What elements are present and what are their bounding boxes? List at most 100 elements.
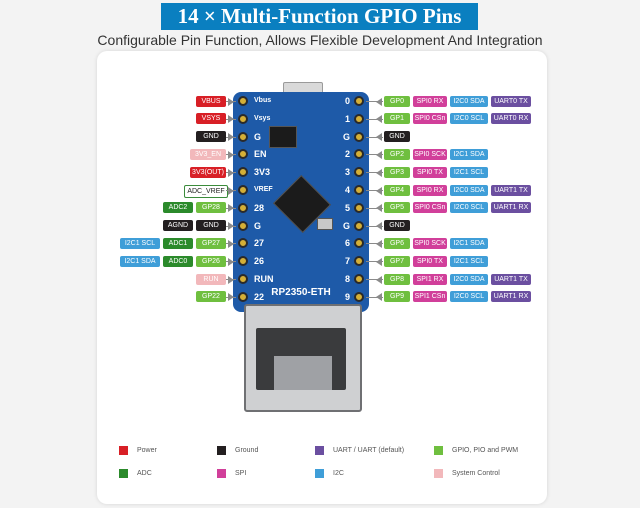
left-pin-label: ADC0: [163, 255, 193, 267]
right-pin-label: I2C0 SDA: [450, 184, 488, 196]
left-pin-name: Vbus: [254, 97, 272, 104]
page-title: 14 × Multi-Function GPIO Pins: [161, 3, 478, 30]
left-pin-arrow: [228, 97, 234, 106]
left-pin-label: GP26: [196, 255, 226, 267]
right-pin-name: 2: [344, 149, 350, 160]
right-pin-label: I2C0 SCL: [450, 113, 488, 125]
right-pin-name: 8: [344, 274, 350, 284]
left-pin-pad: [238, 274, 248, 284]
left-pin-name: G: [254, 131, 262, 142]
legend-swatch: [315, 446, 324, 455]
left-pin-label: GND: [196, 131, 226, 143]
left-pin-name: RUN: [254, 274, 274, 284]
right-pin-label: SPI0 RX: [413, 184, 447, 196]
legend-label: GPIO, PIO and PWM: [452, 447, 519, 454]
left-pin-name: VREF: [254, 186, 273, 193]
right-pin-arrow: [376, 115, 382, 124]
right-pin-pad: [354, 202, 364, 213]
right-pin-arrow: [376, 257, 382, 266]
flash-chip: [317, 218, 333, 230]
right-pin-connector: [366, 172, 383, 174]
right-pin-label: I2C1 SDA: [450, 237, 488, 249]
left-pin-pad: [238, 96, 248, 106]
right-pin-label: SPI0 CSn: [413, 202, 447, 214]
left-pin-arrow: [228, 257, 234, 266]
right-pin-arrow: [376, 239, 382, 248]
left-pin-label: GP28: [196, 202, 226, 214]
right-pin-name: 9: [344, 291, 350, 302]
legend-swatch: [434, 446, 443, 455]
right-pin-arrow: [376, 168, 382, 177]
right-pin-arrow: [376, 293, 382, 302]
left-pin-name: G: [254, 220, 262, 231]
right-pin-connector: [366, 136, 383, 138]
regulator-chip: [269, 126, 297, 148]
right-pin-label: GP8: [384, 273, 410, 285]
board-name: RP2350-ETH: [271, 287, 331, 298]
left-pin-arrow: [228, 150, 234, 159]
right-pin-connector: [366, 154, 383, 156]
left-pin-label: VBUS: [196, 95, 226, 107]
right-pin-pad: [354, 220, 364, 231]
right-pin-arrow: [376, 97, 382, 106]
left-pin-name: 28: [254, 202, 265, 213]
right-pin-label: UART0 TX: [491, 95, 531, 107]
right-pin-pad: [354, 274, 364, 284]
left-pin-label: GND: [196, 220, 226, 232]
right-pin-label: GP6: [384, 237, 410, 249]
right-pin-name: 6: [344, 238, 350, 249]
right-pin-pad: [354, 167, 364, 178]
left-pin-label: GP22: [196, 291, 226, 303]
right-pin-pad: [354, 291, 364, 302]
left-pin-pad: [238, 131, 248, 142]
right-pin-pad: [354, 185, 364, 195]
left-pin-arrow: [228, 239, 234, 248]
right-pin-label: UART0 RX: [491, 113, 531, 125]
right-pin-name: G: [342, 131, 350, 142]
left-pin-pad: [238, 113, 248, 124]
legend-label: Ground: [235, 447, 259, 454]
left-pin-label: 3V3_EN: [190, 148, 226, 160]
right-pin-connector: [366, 118, 383, 120]
left-pin-pad: [238, 291, 248, 302]
right-pin-label: SPI1 CSn: [413, 291, 447, 303]
right-pin-label: GND: [384, 220, 410, 232]
right-pin-connector: [366, 101, 383, 102]
left-pin-label: GP27: [196, 237, 226, 249]
right-pin-label: GP5: [384, 202, 410, 214]
left-pin-arrow: [228, 293, 234, 302]
right-pin-name: 3: [344, 167, 350, 178]
right-pin-connector: [366, 190, 383, 191]
left-pin-arrow: [228, 275, 234, 284]
left-pin-pad: [238, 256, 248, 267]
right-pin-label: GP2: [384, 148, 410, 160]
right-pin-label: GP9: [384, 291, 410, 303]
ethernet-port: [244, 304, 362, 412]
legend-swatch: [119, 469, 128, 478]
legend-label: I2C: [333, 470, 344, 477]
legend-swatch: [217, 469, 226, 478]
right-pin-connector: [366, 296, 383, 298]
legend-label: Power: [137, 447, 157, 454]
right-pin-label: SPI0 TX: [413, 255, 447, 267]
right-pin-arrow: [376, 222, 382, 231]
right-pin-arrow: [376, 186, 382, 195]
right-pin-arrow: [376, 150, 382, 159]
right-pin-pad: [354, 238, 364, 249]
right-pin-label: SPI0 TX: [413, 166, 447, 178]
right-pin-pad: [354, 149, 364, 160]
left-pin-pad: [238, 238, 248, 249]
left-pin-name: EN: [254, 149, 267, 160]
board: [233, 92, 369, 312]
right-pin-label: GP4: [384, 184, 410, 196]
right-pin-label: GND: [384, 131, 410, 143]
right-pin-label: UART1 RX: [491, 291, 531, 303]
left-pin-name: 22: [254, 291, 265, 302]
right-pin-connector: [366, 261, 383, 263]
right-pin-name: 4: [344, 185, 350, 195]
legend-label: ADC: [137, 470, 152, 477]
legend-label: System Control: [452, 470, 500, 477]
left-pin-arrow: [228, 186, 234, 195]
left-pin-label: ADC2: [163, 202, 193, 214]
legend-label: UART / UART (default): [333, 447, 405, 454]
